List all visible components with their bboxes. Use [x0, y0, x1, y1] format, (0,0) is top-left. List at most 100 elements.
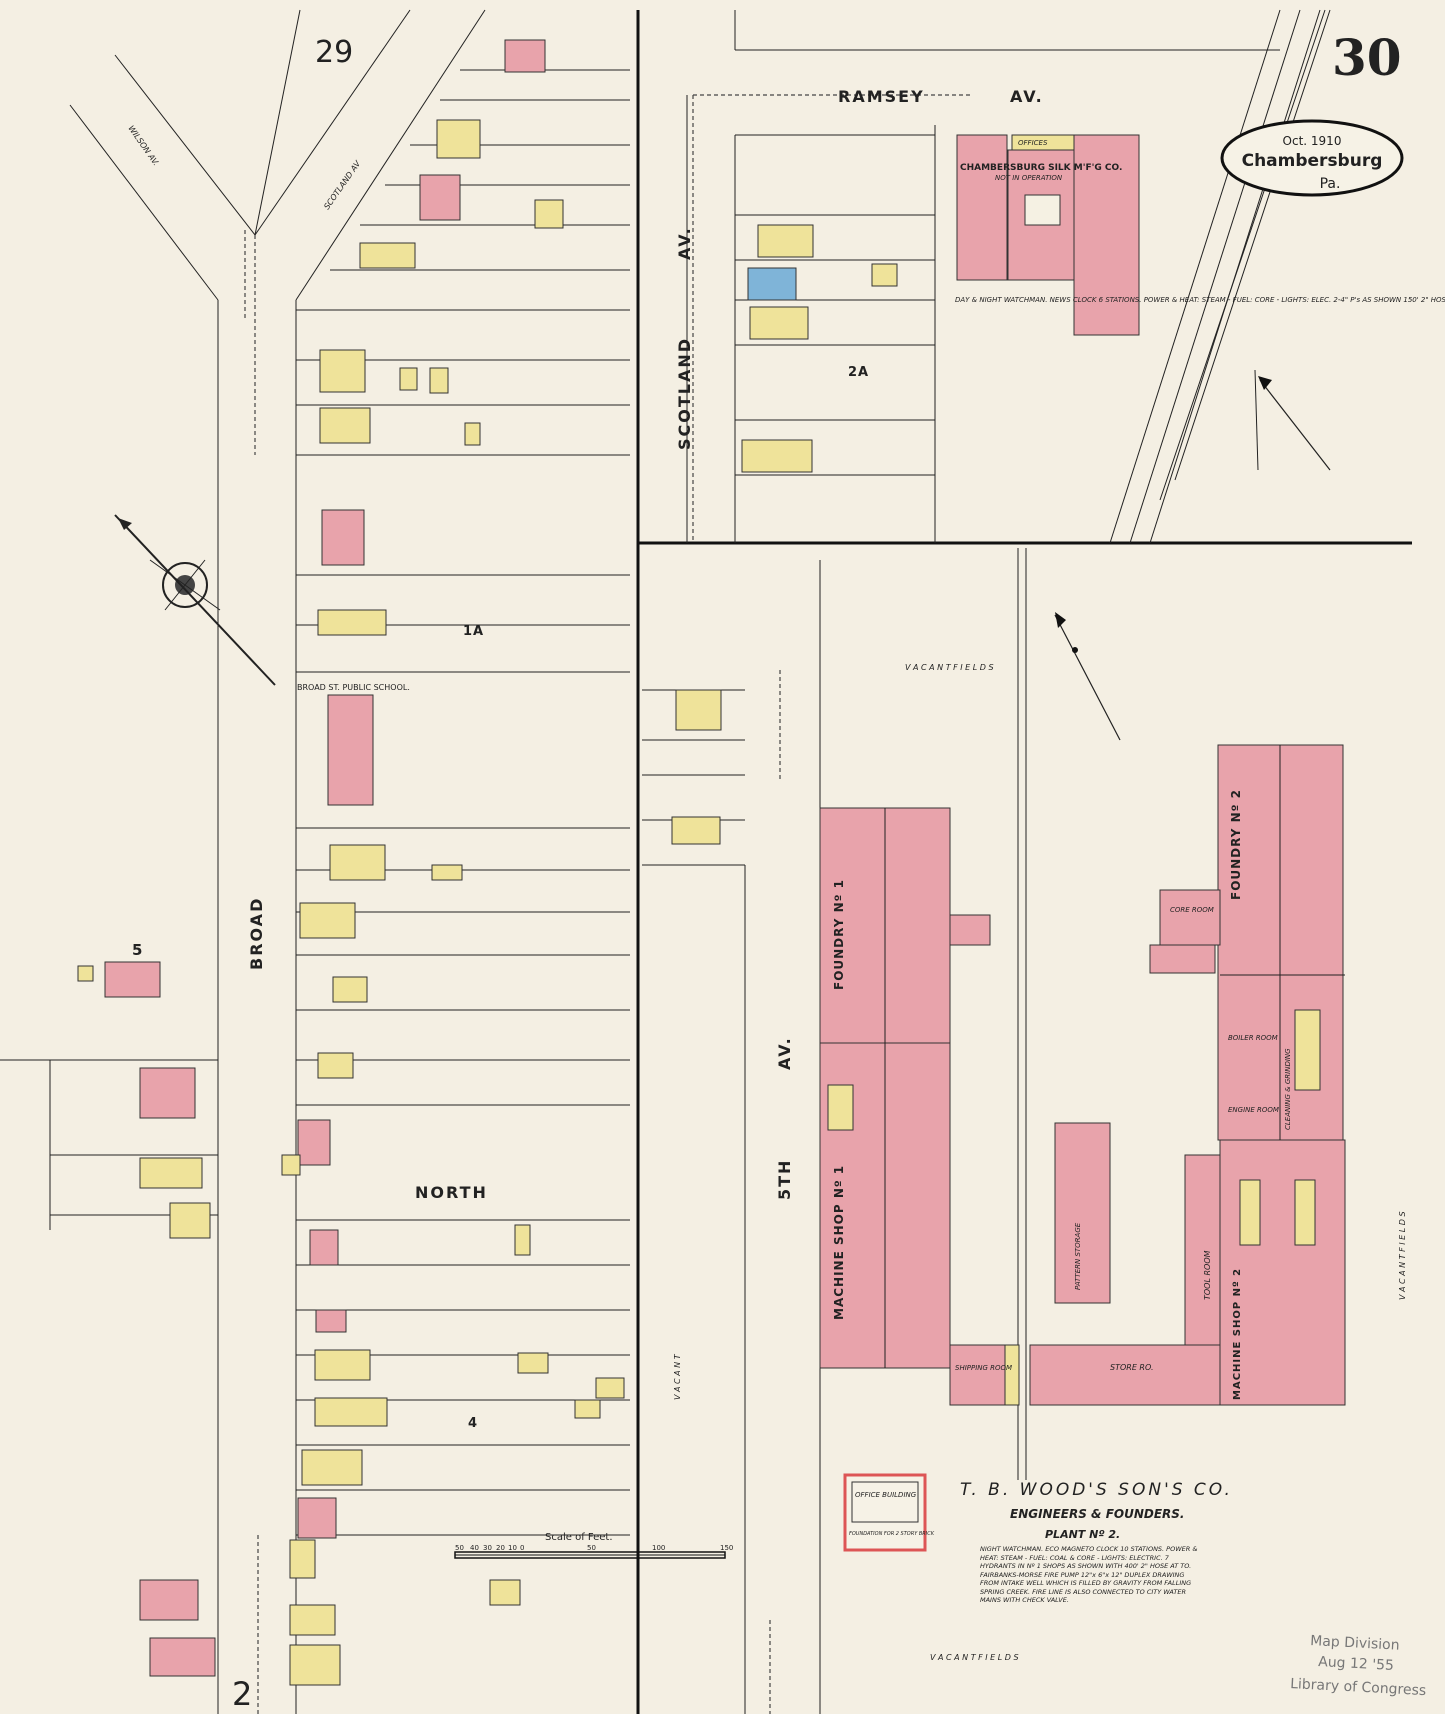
dwelling-frame: [675, 689, 722, 731]
scale-title: Scale of Feet.: [545, 1532, 613, 1543]
outbuilding: [514, 1224, 531, 1256]
company-title: T. B. WOOD'S SON'S CO. ENGINEERS & FOUND…: [960, 1480, 1233, 1604]
dwelling-frame: [436, 119, 481, 159]
dwelling-brick: [419, 174, 461, 221]
pattern-storage-label: PATTERN STORAGE: [1074, 1222, 1082, 1290]
outbuilding: [281, 1154, 301, 1176]
stamp-line-2: Aug 12 '55: [1318, 1654, 1394, 1674]
boiler-room-label: BOILER ROOM: [1228, 1034, 1278, 1042]
scale-tick-label: 20: [496, 1544, 505, 1552]
vacant-label: V A C A N T: [673, 1353, 682, 1400]
street-label-north: NORTH: [415, 1183, 488, 1202]
foundry-2-cupola: [1149, 944, 1216, 974]
scale-tick-label: 100: [652, 1544, 665, 1552]
dwelling-frame: [332, 976, 368, 1003]
dwelling-brick: [315, 1309, 347, 1333]
scale-tick-label: 10: [508, 1544, 517, 1552]
outbuilding: [464, 422, 481, 446]
outbuilding-x: [517, 1352, 549, 1374]
outbuilding: [534, 199, 564, 229]
silk-mill-boiler: [1024, 194, 1061, 226]
sheet-number: 30: [1332, 28, 1402, 87]
broad-st-public-school: [327, 694, 374, 806]
machine-shop-2-press: [1239, 1179, 1261, 1246]
scale-tick-label: 30: [483, 1544, 492, 1552]
pattern-storage-1: [1054, 1122, 1111, 1304]
outbuilding-x: [489, 1579, 521, 1606]
dwelling-brick: [504, 39, 546, 73]
street-label-ramsey-av: AV.: [1010, 87, 1044, 106]
dwelling-frame: [139, 1157, 203, 1189]
foundry-1-label: FOUNDRY Nº 1: [832, 879, 846, 990]
cleaning-grinding-label: CLEANING & GRINDING: [1284, 1048, 1292, 1130]
machine-shop-2-label: MACHINE SHOP Nº 2: [1232, 1268, 1243, 1400]
dwelling-frame: [319, 407, 371, 444]
block-number-5: 5: [132, 941, 142, 959]
dwelling-frame: [757, 224, 814, 258]
adjacent-sheet-29: 29: [315, 35, 353, 70]
plant-labels: FOUNDRY Nº 1 MACHINE SHOP Nº 1 FOUNDRY N…: [297, 663, 1407, 1662]
silk-mill-note: DAY & NIGHT WATCHMAN. NEWS CLOCK 6 STATI…: [955, 296, 1445, 304]
street-lines: [0, 9, 1412, 1714]
dwelling-brick: [297, 1119, 331, 1166]
block-number-4: 4: [468, 1416, 478, 1431]
dwelling-frame: [359, 242, 416, 269]
street-label-5th-av: AV.: [775, 1036, 794, 1070]
dwelling-frame: [317, 609, 387, 636]
engine-room-label: ENGINE ROOM: [1228, 1106, 1279, 1114]
silk-mill: CHAMBERSBURG SILK M'F'G CO. NOT IN OPERA…: [955, 134, 1445, 336]
office-building-label: OFFICE BUILDING: [855, 1491, 917, 1499]
lot-lines-block-4: [296, 1219, 630, 1536]
cleaning-room: [827, 1084, 854, 1131]
outbuilding: [431, 864, 463, 881]
school-label: BROAD ST. PUBLIC SCHOOL.: [297, 683, 410, 692]
adjacent-sheet-2: 2: [232, 1675, 252, 1713]
compass-rose-icon: [114, 514, 276, 686]
dwelling-frame: [329, 844, 386, 881]
dwelling-frame: [317, 1052, 354, 1079]
outbuilding: [429, 367, 449, 394]
title-date: Oct. 1910: [1283, 134, 1342, 148]
vacant-fields-north: V A C A N T F I E L D S: [905, 663, 994, 672]
dwelling-frame: [319, 349, 366, 393]
scale-tick-label: 40: [470, 1544, 479, 1552]
office-building-sub: FOUNDATION FOR 2 STORY BRICK: [849, 1531, 935, 1537]
scale-tick-label: 0: [520, 1544, 524, 1552]
street-label-ramsey: RAMSEY: [838, 87, 925, 106]
outbuilding: [77, 965, 94, 982]
stamp-line-3: Library of Congress: [1290, 1676, 1427, 1699]
store-room: [1029, 1344, 1221, 1406]
outbuilding-x: [595, 1377, 625, 1399]
dwelling-brick: [104, 961, 161, 998]
shipping-room-label: SHIPPING ROOM: [955, 1364, 1012, 1372]
stamp-line-1: Map Division: [1310, 1633, 1400, 1654]
outbuilding-x: [574, 1399, 601, 1419]
foundry-2-label: FOUNDRY Nº 2: [1229, 789, 1243, 900]
dwelling-stone: [747, 267, 797, 301]
shipping-room-1: [949, 1344, 1006, 1406]
dwelling-brick: [321, 509, 365, 566]
plant-note: NIGHT WATCHMAN. ECO MAGNETO CLOCK 10 STA…: [980, 1545, 1197, 1604]
street-label-scotland: SCOTLAND: [675, 337, 694, 450]
street-label-broad: BROAD: [247, 897, 266, 970]
dwelling-frame: [299, 902, 356, 939]
silk-mill-status: NOT IN OPERATION: [995, 174, 1063, 182]
dwelling-frame: [314, 1349, 371, 1381]
wood-plant: [819, 744, 1346, 1552]
block-number-2a: 2A: [848, 365, 869, 380]
silk-mill-east: [1073, 134, 1140, 336]
company-name: T. B. WOOD'S SON'S CO.: [960, 1480, 1233, 1500]
dwelling-brick: [139, 1067, 196, 1119]
core-room-label: CORE ROOM: [1170, 906, 1214, 914]
dwelling-brick: [149, 1637, 216, 1677]
dwelling-brick: [309, 1229, 339, 1266]
tool-room: [1184, 1154, 1226, 1346]
library-stamp: Map Division Aug 12 '55 Library of Congr…: [1290, 1633, 1427, 1699]
title-state: Pa.: [1320, 176, 1341, 192]
dwellings: [77, 39, 898, 1686]
tool-room-label: TOOL ROOM: [1203, 1250, 1212, 1300]
store-room-label: STORE RO.: [1110, 1363, 1154, 1372]
outbuilding-x: [871, 263, 898, 287]
